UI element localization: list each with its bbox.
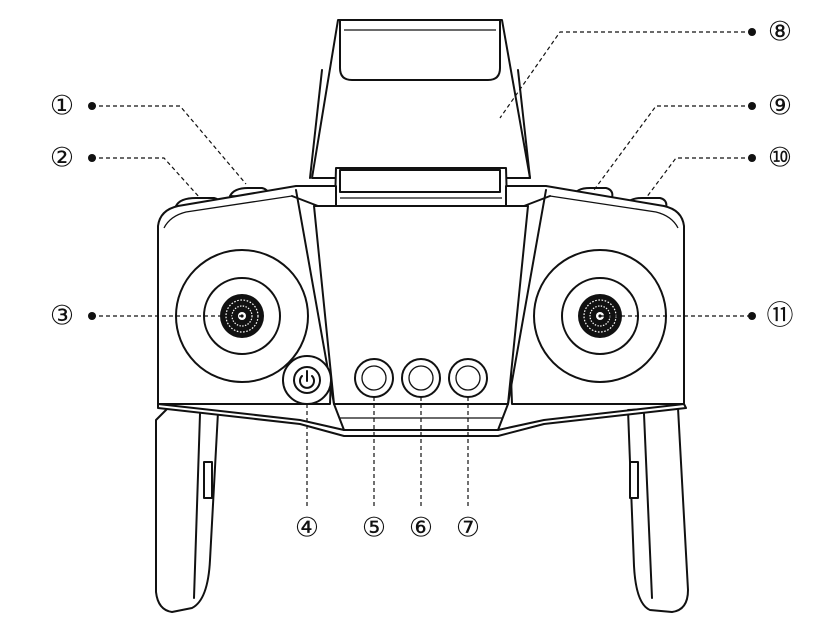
function-button-6 xyxy=(401,358,441,398)
callout-labels: ① ② ③ ④ ⑤ ⑥ ⑦ ⑧ ⑨ ⑩ ⑪ xyxy=(50,17,794,544)
function-buttons xyxy=(354,358,488,398)
callout-10: ⑩ xyxy=(768,143,792,174)
function-button-7 xyxy=(448,358,488,398)
callout-2: ② xyxy=(50,143,74,174)
callout-6: ⑥ xyxy=(409,513,433,544)
power-button xyxy=(282,355,332,405)
callout-11: ⑪ xyxy=(767,301,794,332)
leader-line-2 xyxy=(92,157,201,199)
power-icon xyxy=(299,370,315,389)
callout-1: ① xyxy=(50,91,74,122)
right-grip xyxy=(627,407,689,613)
callout-5: ⑤ xyxy=(362,513,386,544)
leader-dots xyxy=(88,28,756,320)
leader-line-10 xyxy=(645,157,752,199)
leader-line-1 xyxy=(92,105,247,185)
leader-line-9 xyxy=(593,105,752,191)
left-grip xyxy=(155,407,219,613)
callout-9: ⑨ xyxy=(768,91,792,122)
leader-lines xyxy=(92,31,752,508)
callout-3: ③ xyxy=(50,301,74,332)
callout-4: ④ xyxy=(295,513,319,544)
function-button-5 xyxy=(354,358,394,398)
callout-7: ⑦ xyxy=(456,513,480,544)
leader-line-8 xyxy=(499,31,752,119)
callout-8: ⑧ xyxy=(768,17,792,48)
